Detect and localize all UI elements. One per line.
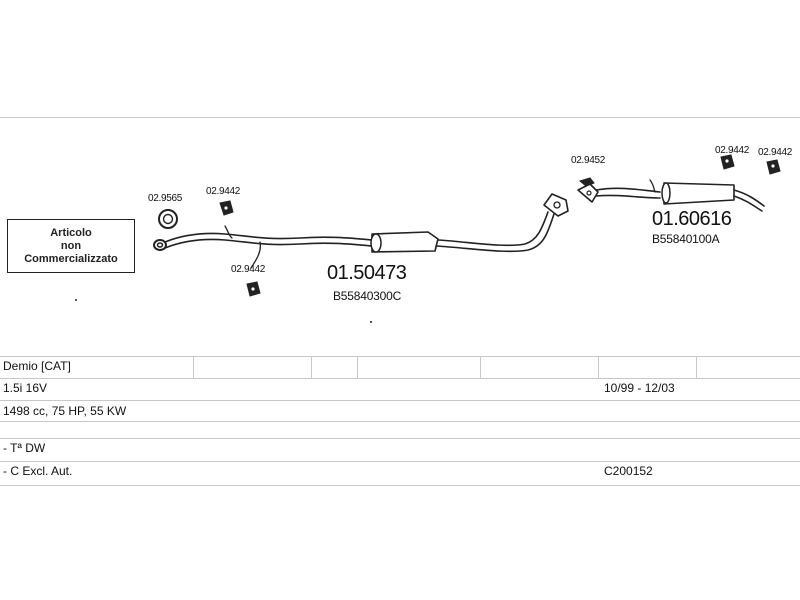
part-label-hanger-top-left: 02.9442 [206, 186, 241, 197]
table-row-engine-dates: 10/99 - 12/03 [604, 381, 675, 395]
table-row-specs: 1498 cc, 75 HP, 55 KW [3, 404, 127, 418]
rear-pipe [595, 187, 661, 193]
part-number-middle-silencer: 01.50473 [327, 262, 407, 284]
table-row-note-2-code: C200152 [604, 464, 653, 478]
part-label-gasket-rear: 02.9452 [571, 155, 606, 166]
oem-code-middle-silencer: B55840300C [333, 289, 402, 303]
table-row-model: Demio [CAT] [3, 359, 71, 373]
note-line-1: Articolo [50, 226, 92, 239]
table-row-note-2: - C Excl. Aut. [3, 464, 73, 478]
rear-silencer [663, 182, 735, 205]
not-sold-note: Articolo non Commercializzato [7, 219, 135, 273]
note-line-3: Commercializzato [24, 252, 118, 265]
mid-flange [543, 193, 569, 217]
oem-code-rear-silencer: B55840100A [652, 232, 720, 246]
middle-silencer [371, 231, 439, 253]
front-pipe [164, 232, 373, 243]
rear-gasket-shape [577, 183, 599, 203]
rear-mid-pipe [437, 211, 549, 247]
part-label-hanger-top-right-2: 02.9442 [758, 147, 793, 158]
part-number-rear-silencer: 01.60616 [652, 208, 732, 230]
part-label-hanger-top-right-1: 02.9442 [715, 145, 750, 156]
note-line-2: non [60, 239, 82, 252]
part-label-gasket-front: 02.9565 [148, 193, 183, 204]
exhaust-diagram [75, 154, 781, 323]
table-row-engine: 1.5i 16V [3, 381, 48, 395]
front-flange [153, 239, 167, 251]
table-row-note-1: - Tª DW [3, 441, 46, 455]
gasket-ring-icon [158, 209, 178, 229]
top-border [0, 117, 800, 118]
part-label-hanger-bottom-left: 02.9442 [231, 264, 266, 275]
